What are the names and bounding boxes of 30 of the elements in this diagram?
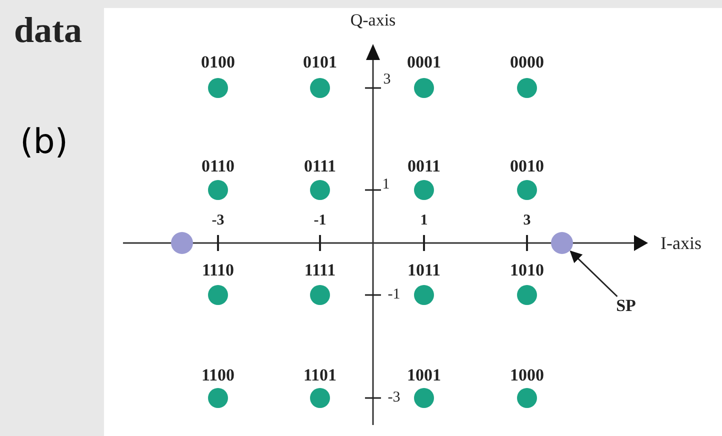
- bit-label: 0110: [201, 158, 235, 174]
- tick-label: 1: [420, 214, 428, 228]
- bit-label: 1110: [202, 262, 234, 278]
- tick-label: -3: [212, 214, 224, 228]
- axis-label: I-axis: [660, 234, 702, 252]
- tick-label: -3: [388, 390, 400, 406]
- heading-text: data: [14, 12, 82, 48]
- bit-label: 1001: [407, 366, 441, 384]
- tick-label: 3: [523, 214, 531, 228]
- axis-label: Q-axis: [350, 12, 396, 28]
- callout-label: SP: [616, 296, 636, 314]
- tick-label: 1: [382, 178, 390, 192]
- leader-line: [570, 250, 618, 298]
- bit-label: 0000: [510, 54, 544, 70]
- bit-label: 0011: [407, 158, 441, 174]
- tick-label: -1: [388, 288, 400, 302]
- bit-label: 1011: [407, 262, 441, 278]
- bit-label: 0001: [407, 54, 441, 70]
- bit-label: 0010: [510, 158, 544, 174]
- bit-label: 1101: [303, 366, 337, 384]
- bit-label: 1111: [304, 262, 336, 278]
- bit-label: 0111: [304, 158, 336, 174]
- bit-label: 1010: [510, 262, 544, 278]
- bit-label: 0101: [303, 54, 337, 70]
- tick-label: 3: [383, 72, 391, 88]
- tick-label: -1: [314, 214, 326, 228]
- bit-label: 0100: [201, 54, 235, 70]
- bit-label: 1100: [201, 366, 235, 384]
- bit-label: 1000: [510, 366, 544, 384]
- panel-label: (b): [20, 125, 68, 159]
